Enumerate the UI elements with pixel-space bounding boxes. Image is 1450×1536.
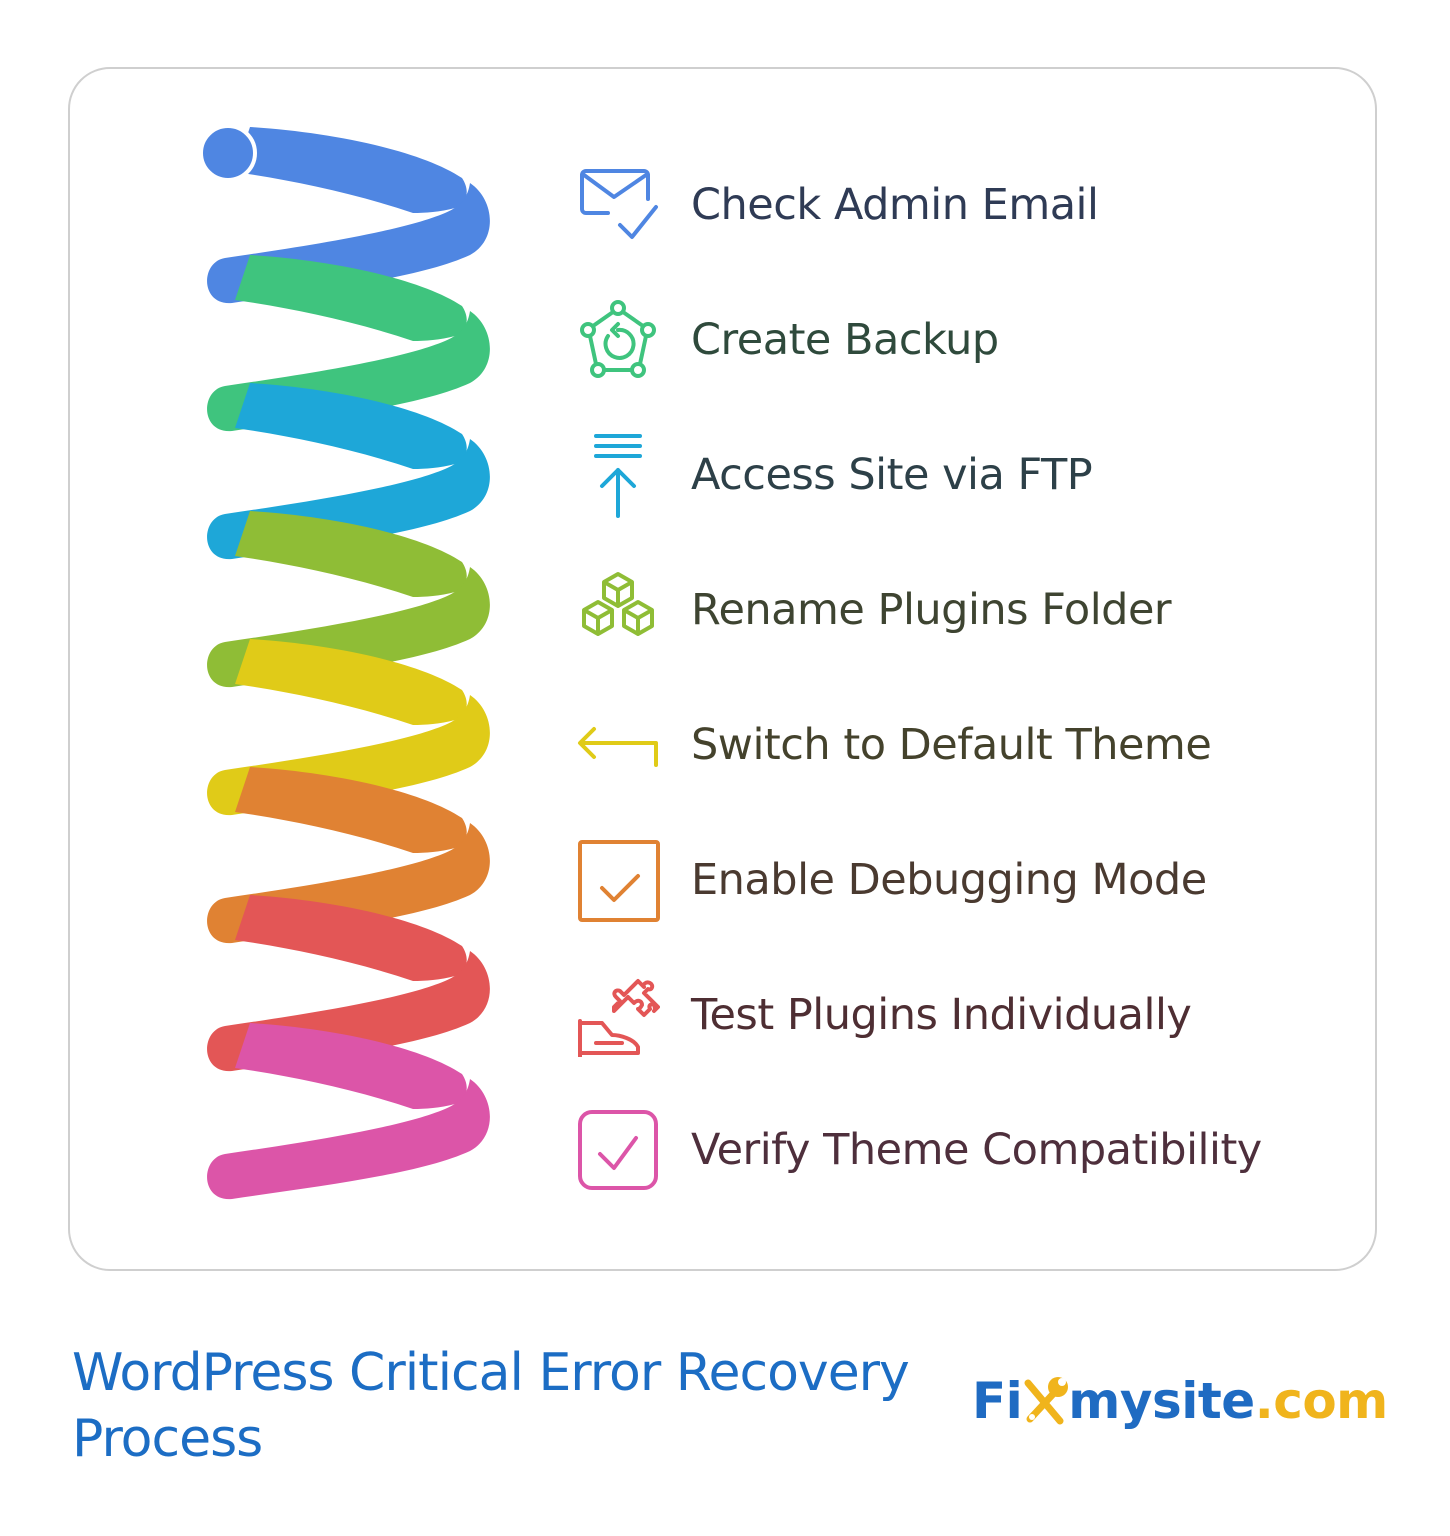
checkbox-icon xyxy=(575,837,661,923)
step-label: Enable Debugging Mode xyxy=(691,855,1207,905)
logo-text-mysite: mysite xyxy=(1068,1372,1255,1430)
step-check-admin-email: Check Admin Email xyxy=(575,160,1099,250)
wrench-screwdriver-icon xyxy=(1024,1377,1069,1425)
page-title: WordPress Critical Error Recovery Proces… xyxy=(72,1343,910,1469)
step-label: Access Site via FTP xyxy=(691,450,1093,500)
step-label: Verify Theme Compatibility xyxy=(691,1125,1262,1175)
step-rename-plugins-folder: Rename Plugins Folder xyxy=(575,565,1172,655)
step-enable-debugging: Enable Debugging Mode xyxy=(575,835,1207,925)
step-access-site-ftp: Access Site via FTP xyxy=(575,430,1093,520)
brand-logo: Fi mysite .com xyxy=(972,1372,1388,1430)
step-label: Rename Plugins Folder xyxy=(691,585,1172,635)
upload-arrow-icon xyxy=(575,432,661,518)
step-label: Create Backup xyxy=(691,315,999,365)
step-switch-default-theme: Switch to Default Theme xyxy=(575,700,1212,790)
spiral-segment-8 xyxy=(207,1023,490,1200)
cubes-icon xyxy=(575,567,661,653)
backup-network-icon xyxy=(575,297,661,383)
step-test-plugins: Test Plugins Individually xyxy=(575,970,1192,1060)
email-check-icon xyxy=(575,162,661,248)
step-label: Test Plugins Individually xyxy=(691,990,1192,1040)
spiral-start-cap xyxy=(199,124,257,182)
rounded-checkbox-icon xyxy=(575,1107,661,1193)
step-verify-theme: Verify Theme Compatibility xyxy=(575,1105,1262,1195)
step-label: Check Admin Email xyxy=(691,180,1099,230)
hand-puzzle-icon xyxy=(575,972,661,1058)
logo-text-com: .com xyxy=(1254,1372,1389,1430)
step-create-backup: Create Backup xyxy=(575,295,999,385)
spiral-graphic xyxy=(199,124,490,1200)
return-arrow-icon xyxy=(575,702,661,788)
step-label: Switch to Default Theme xyxy=(691,720,1212,770)
logo-text-fi: Fi xyxy=(972,1372,1023,1430)
